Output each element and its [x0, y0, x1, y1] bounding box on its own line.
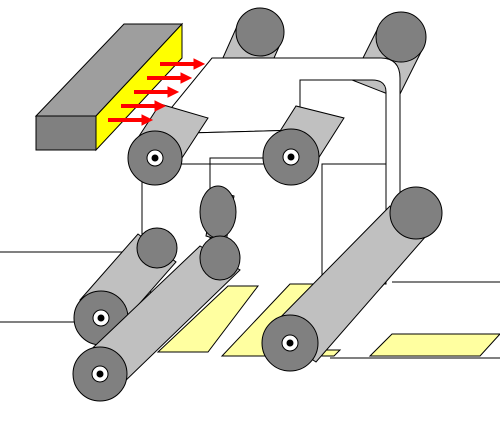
- roller-mid-back: [199, 185, 237, 243]
- heat-arrow: [108, 114, 154, 126]
- yellow-sheet-1: [156, 285, 260, 353]
- heat-arrow: [160, 58, 206, 70]
- heat-arrows: [108, 58, 206, 126]
- heat-arrow: [121, 100, 167, 112]
- heat-arrow: [134, 86, 180, 98]
- conveyor-outlines: [0, 251, 500, 359]
- roller-bottom-right: [261, 186, 443, 372]
- heat-arrow: [147, 72, 193, 84]
- roller-top-front-right: [262, 105, 345, 186]
- roller-top-front-left: [127, 103, 209, 186]
- yellow-sheet-3: [368, 333, 500, 357]
- roller-bottom-left-lower: [72, 235, 241, 402]
